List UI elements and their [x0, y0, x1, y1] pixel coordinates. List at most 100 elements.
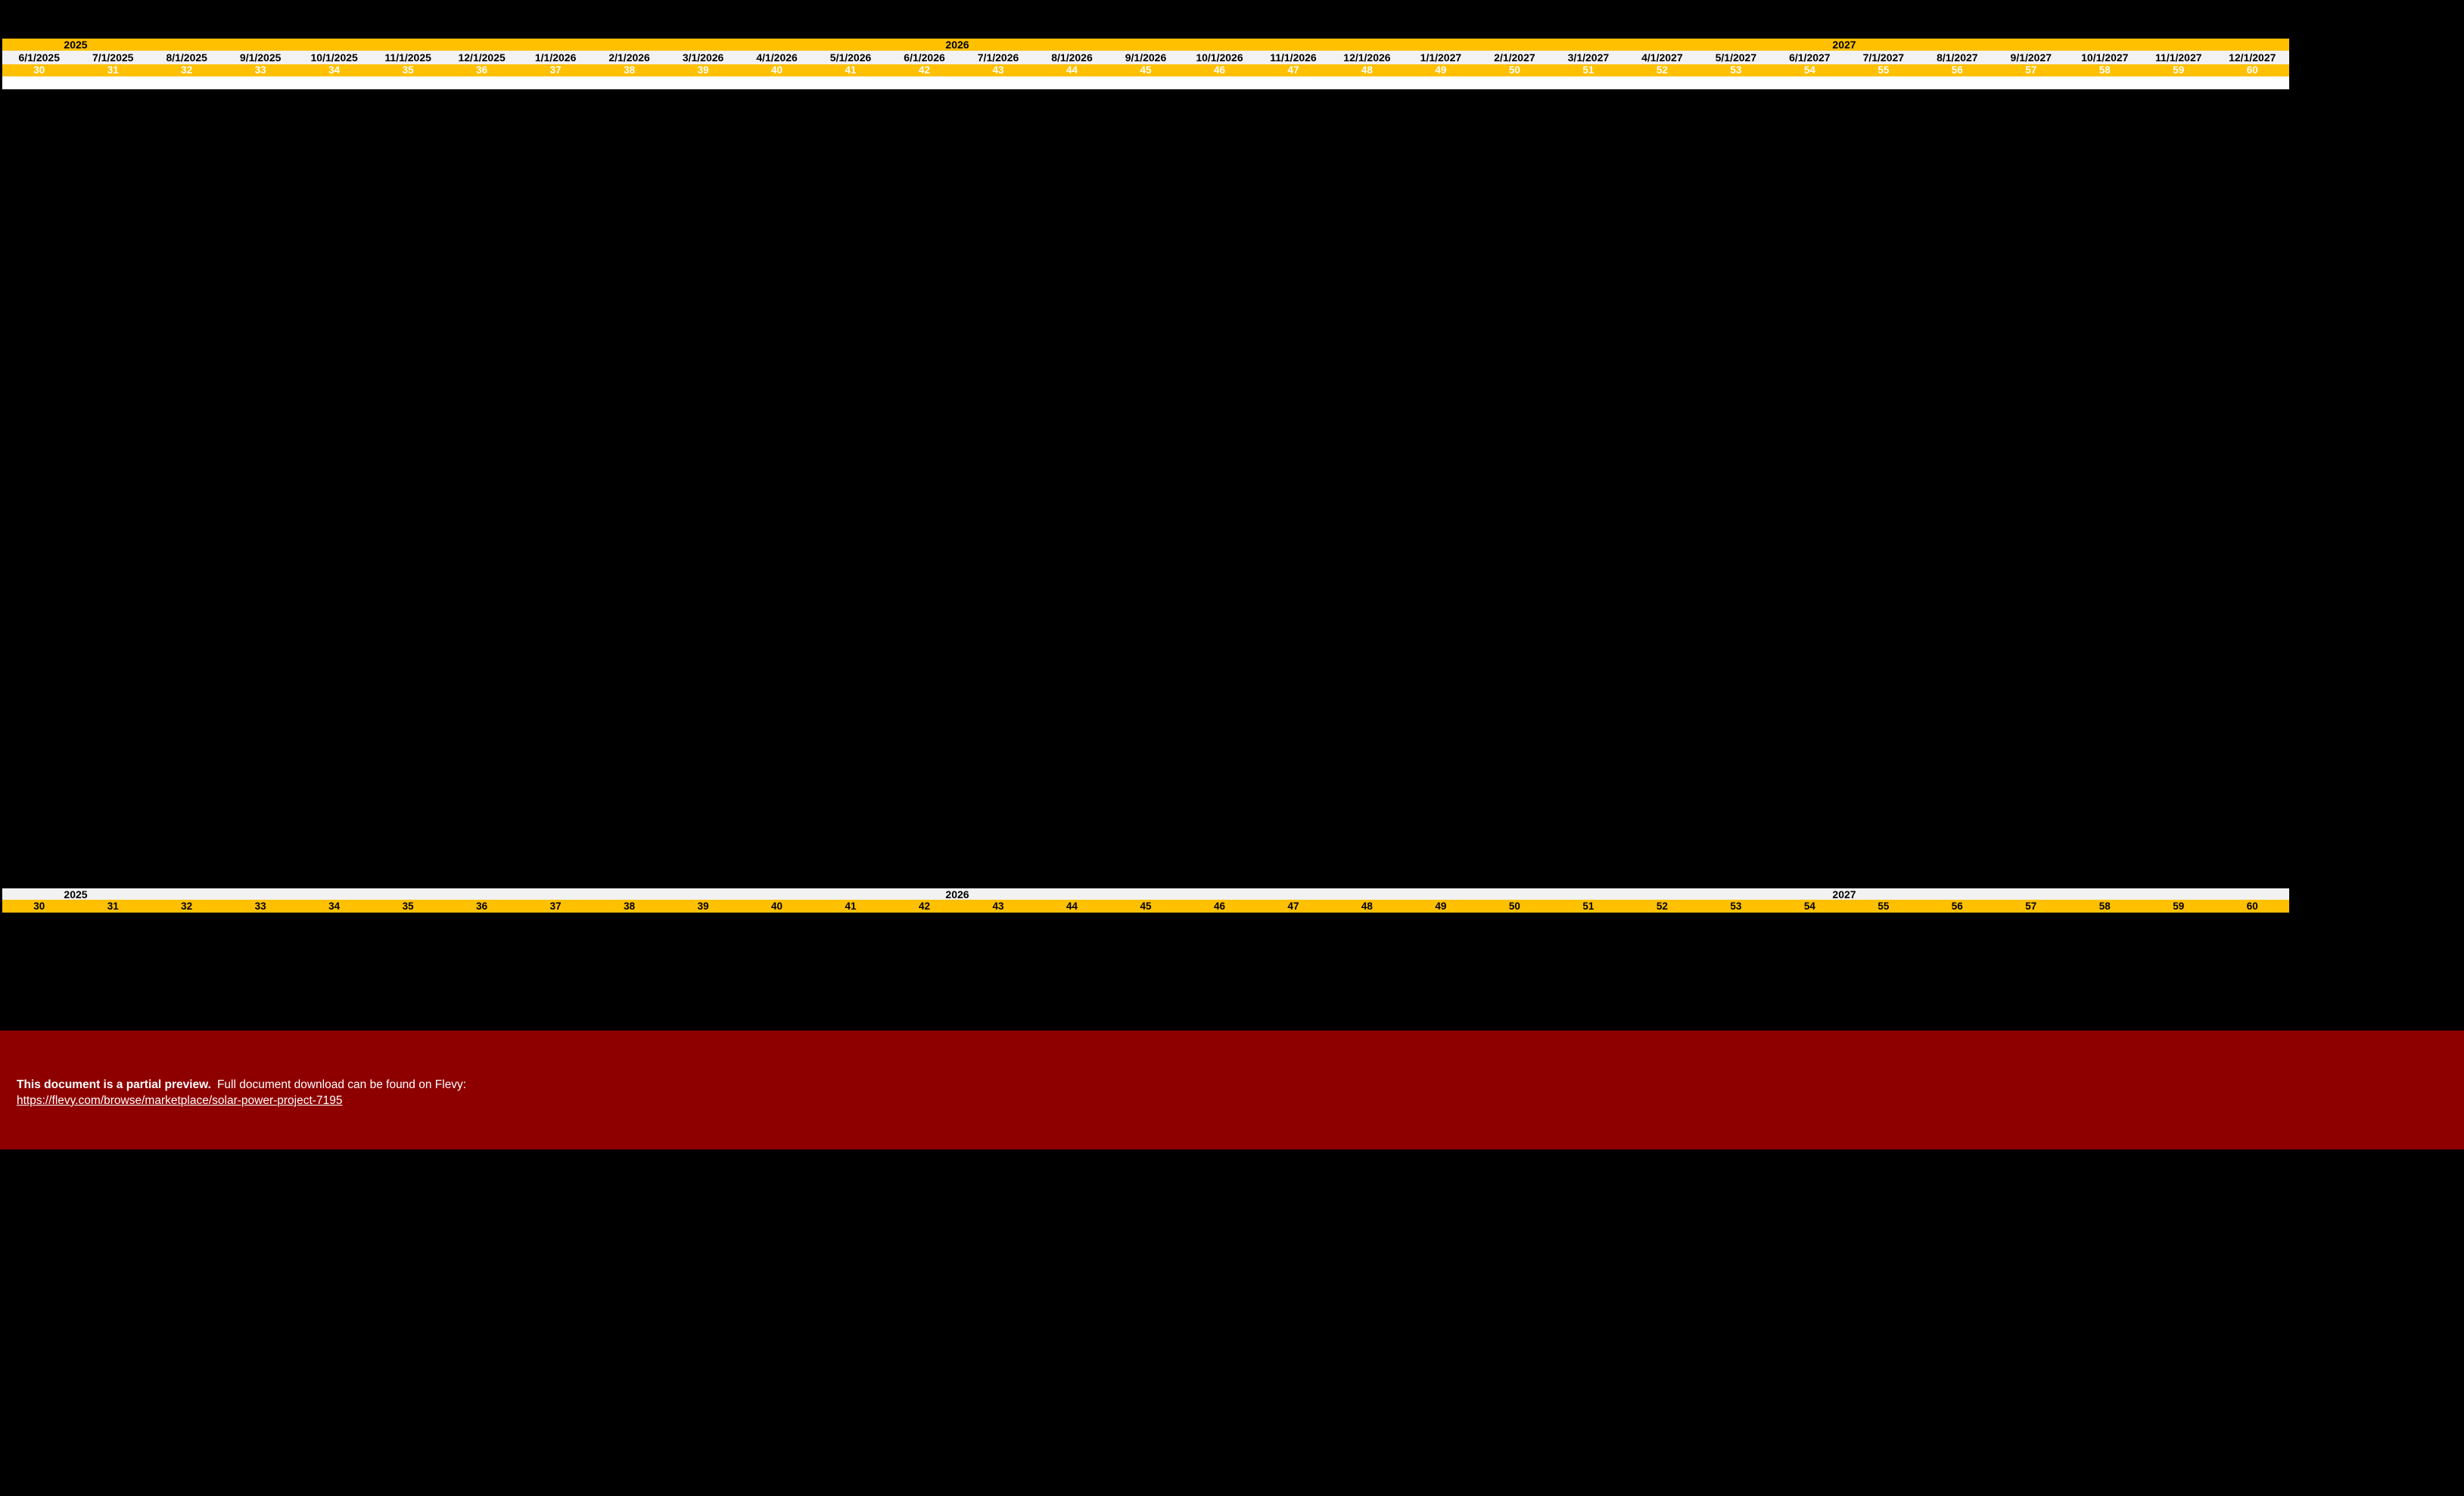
week-cell: 58 [2098, 900, 2111, 912]
week-cell: 38 [624, 900, 636, 912]
week-cell: 43 [992, 900, 1004, 912]
year-header-row-middle: 2025 2026 2027 [2, 888, 2289, 900]
date-cell: 9/1/2026 [1125, 51, 1167, 64]
week-cell: 54 [1803, 64, 1815, 76]
week-cell: 36 [476, 900, 488, 912]
week-cell: 57 [2025, 64, 2037, 76]
week-cell: 53 [1730, 900, 1742, 912]
preview-link-line: https://flevy.com/browse/marketplace/sol… [17, 1093, 2464, 1109]
week-cell: 39 [697, 900, 709, 912]
date-cell: 12/1/2025 [458, 51, 506, 64]
week-cell: 51 [1582, 64, 1594, 76]
week-cell: 56 [1951, 900, 1963, 912]
week-cell: 36 [476, 64, 488, 76]
week-cell: 45 [1140, 64, 1152, 76]
week-cell: 47 [1287, 64, 1299, 76]
week-cell: 46 [1213, 900, 1225, 912]
week-cell: 40 [771, 64, 783, 76]
week-cell: 30 [33, 900, 45, 912]
preview-notice-regular: Full document download can be found on F… [216, 1078, 467, 1091]
week-cell: 46 [1213, 64, 1225, 76]
partial-preview-banner: This document is a partial preview. Full … [0, 1031, 2464, 1149]
date-cell: 8/1/2025 [166, 51, 207, 64]
week-cell: 31 [107, 64, 119, 76]
year-header-row-top: 2025 2026 2027 [2, 39, 2289, 51]
week-cell: 49 [1435, 64, 1447, 76]
week-cell: 33 [254, 64, 266, 76]
date-cell: 9/1/2027 [2010, 51, 2052, 64]
week-cell: 49 [1435, 900, 1447, 912]
date-cell: 3/1/2026 [682, 51, 724, 64]
date-cell: 10/1/2026 [1196, 51, 1243, 64]
week-cell: 30 [33, 64, 45, 76]
week-cell: 60 [2246, 900, 2258, 912]
date-cell: 6/1/2025 [18, 51, 60, 64]
week-cell: 53 [1730, 64, 1742, 76]
empty-row [2, 76, 2289, 89]
week-cell: 37 [549, 900, 562, 912]
week-cell: 50 [1508, 900, 1520, 912]
date-cell: 8/1/2027 [1937, 51, 1978, 64]
date-cell: 10/1/2025 [310, 51, 358, 64]
week-cell: 45 [1140, 900, 1152, 912]
week-cell: 35 [402, 900, 414, 912]
week-cell: 37 [549, 64, 562, 76]
date-cell: 11/1/2025 [384, 51, 431, 64]
date-cell: 1/1/2026 [534, 51, 577, 64]
week-cell: 34 [328, 900, 341, 912]
week-cell: 40 [771, 900, 783, 912]
date-cell: 6/1/2027 [1789, 51, 1831, 64]
date-cell: 1/1/2027 [1420, 51, 1462, 64]
preview-notice-line: This document is a partial preview. Full … [17, 1077, 2464, 1093]
date-cell: 7/1/2026 [977, 51, 1019, 64]
week-cell: 55 [1878, 64, 1890, 76]
date-cell: 12/1/2027 [2229, 51, 2276, 64]
week-cell: 57 [2025, 900, 2037, 912]
week-cell: 33 [254, 900, 266, 912]
date-cell: 12/1/2026 [1343, 51, 1391, 64]
week-cell: 55 [1878, 900, 1890, 912]
week-cell: 31 [107, 900, 119, 912]
year-label-2027: 2027 [1832, 39, 1856, 51]
date-cell: 6/1/2026 [904, 51, 945, 64]
flevy-download-link[interactable]: https://flevy.com/browse/marketplace/sol… [17, 1094, 343, 1107]
year-label-2026: 2026 [945, 39, 969, 51]
week-cell: 52 [1656, 900, 1668, 912]
date-cell: 10/1/2027 [2081, 51, 2129, 64]
year-label-2025: 2025 [64, 888, 88, 900]
week-cell: 43 [992, 64, 1004, 76]
week-cell: 60 [2246, 64, 2258, 76]
week-cell: 48 [1361, 900, 1373, 912]
week-cell: 42 [919, 900, 931, 912]
week-cell: 39 [697, 64, 709, 76]
date-cell: 2/1/2026 [608, 51, 650, 64]
week-cell: 38 [624, 64, 636, 76]
week-cell: 52 [1656, 64, 1668, 76]
week-cell: 56 [1951, 64, 1963, 76]
date-cell: 7/1/2027 [1862, 51, 1905, 64]
week-cell: 35 [402, 64, 414, 76]
year-label-2026: 2026 [945, 888, 969, 900]
week-cell: 59 [2173, 64, 2185, 76]
date-cell: 8/1/2026 [1051, 51, 1093, 64]
week-cell: 42 [919, 64, 931, 76]
date-cell: 9/1/2025 [239, 51, 282, 64]
week-cell: 47 [1287, 900, 1299, 912]
week-cell: 34 [328, 64, 341, 76]
week-cell: 32 [181, 900, 193, 912]
date-cell: 4/1/2026 [756, 51, 798, 64]
preview-notice-bold: This document is a partial preview. [17, 1078, 211, 1091]
year-label-2025: 2025 [64, 39, 88, 51]
year-label-2027: 2027 [1832, 888, 1856, 900]
date-cell: 4/1/2027 [1641, 51, 1683, 64]
date-cell: 11/1/2026 [1270, 51, 1317, 64]
date-cell: 3/1/2027 [1567, 51, 1610, 64]
date-cell: 5/1/2027 [1715, 51, 1757, 64]
week-cell: 32 [181, 64, 193, 76]
